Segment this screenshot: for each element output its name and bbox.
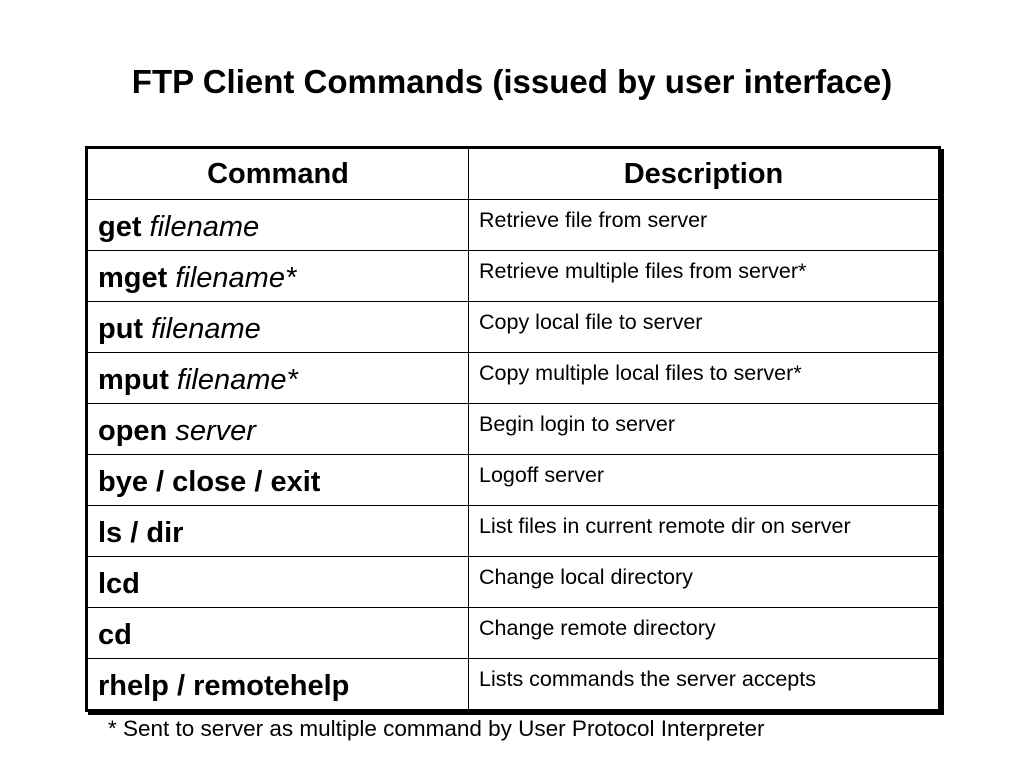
command-argument: server xyxy=(167,415,256,447)
description-cell: Copy local file to server xyxy=(468,301,940,353)
table-row: rhelp / remotehelp Lists commands the se… xyxy=(86,658,940,711)
command-cell: lcd xyxy=(86,556,469,608)
command-name: open xyxy=(98,415,168,447)
description-cell: Retrieve file from server xyxy=(468,199,940,251)
command-name: get xyxy=(98,211,142,243)
table-row: lcd Change local directory xyxy=(86,556,940,608)
command-name: cd xyxy=(98,619,132,651)
description-cell: Lists commands the server accepts xyxy=(468,658,940,711)
table-header-row: Command Description xyxy=(86,147,940,200)
slide-title: FTP Client Commands (issued by user inte… xyxy=(131,63,893,100)
command-cell: bye / close / exit xyxy=(86,454,469,506)
command-cell: open server xyxy=(86,403,469,455)
command-argument: filename* xyxy=(167,262,297,294)
command-cell: get filename xyxy=(86,199,469,251)
command-description: Change remote directory xyxy=(479,616,716,640)
command-argument: filename xyxy=(141,211,260,243)
description-cell: Copy multiple local files to server* xyxy=(468,352,940,404)
table-row: bye / close / exit Logoff server xyxy=(86,454,940,506)
description-cell: Logoff server xyxy=(468,454,940,506)
table-row: get filename Retrieve file from server xyxy=(86,199,940,251)
header-description: Description xyxy=(468,147,940,200)
command-name: rhelp / remotehelp xyxy=(98,670,350,702)
command-description: Lists commands the server accepts xyxy=(479,667,816,691)
command-name: mget xyxy=(98,262,168,294)
footnote: * Sent to server as multiple command by … xyxy=(108,716,765,741)
table-row: mget filename* Retrieve multiple files f… xyxy=(86,250,940,302)
command-name: lcd xyxy=(98,568,140,600)
command-argument: filename* xyxy=(168,364,298,396)
command-description: Copy multiple local files to server* xyxy=(479,361,802,385)
command-description: Begin login to server xyxy=(479,412,675,436)
header-command: Command xyxy=(86,147,469,200)
description-cell: List files in current remote dir on serv… xyxy=(468,505,940,557)
command-cell: rhelp / remotehelp xyxy=(86,658,469,711)
description-cell: Begin login to server xyxy=(468,403,940,455)
command-name: put xyxy=(98,313,144,345)
table-row: open server Begin login to server xyxy=(86,403,940,455)
description-cell: Change remote directory xyxy=(468,607,940,659)
command-name: bye / close / exit xyxy=(98,466,321,498)
command-name: mput xyxy=(98,364,169,396)
command-cell: mget filename* xyxy=(86,250,469,302)
table-row: mput filename* Copy multiple local files… xyxy=(86,352,940,404)
description-cell: Retrieve multiple files from server* xyxy=(468,250,940,302)
command-description: Copy local file to server xyxy=(479,310,703,334)
command-description: Retrieve file from server xyxy=(479,208,708,232)
command-cell: cd xyxy=(86,607,469,659)
command-cell: mput filename* xyxy=(86,352,469,404)
command-argument: filename xyxy=(143,313,261,345)
commands-table: Command Description get filename Retriev… xyxy=(85,146,941,712)
table-row: cd Change remote directory xyxy=(86,607,940,659)
description-cell: Change local directory xyxy=(468,556,940,608)
command-description: Logoff server xyxy=(479,463,605,487)
command-description: List files in current remote dir on serv… xyxy=(479,514,851,538)
table-row: ls / dir List files in current remote di… xyxy=(86,505,940,557)
table-row: put filename Copy local file to server xyxy=(86,301,940,353)
command-cell: ls / dir xyxy=(86,505,469,557)
command-description: Retrieve multiple files from server* xyxy=(479,259,807,283)
command-description: Change local directory xyxy=(479,565,693,589)
command-name: ls / dir xyxy=(98,517,184,549)
command-cell: put filename xyxy=(86,301,469,353)
